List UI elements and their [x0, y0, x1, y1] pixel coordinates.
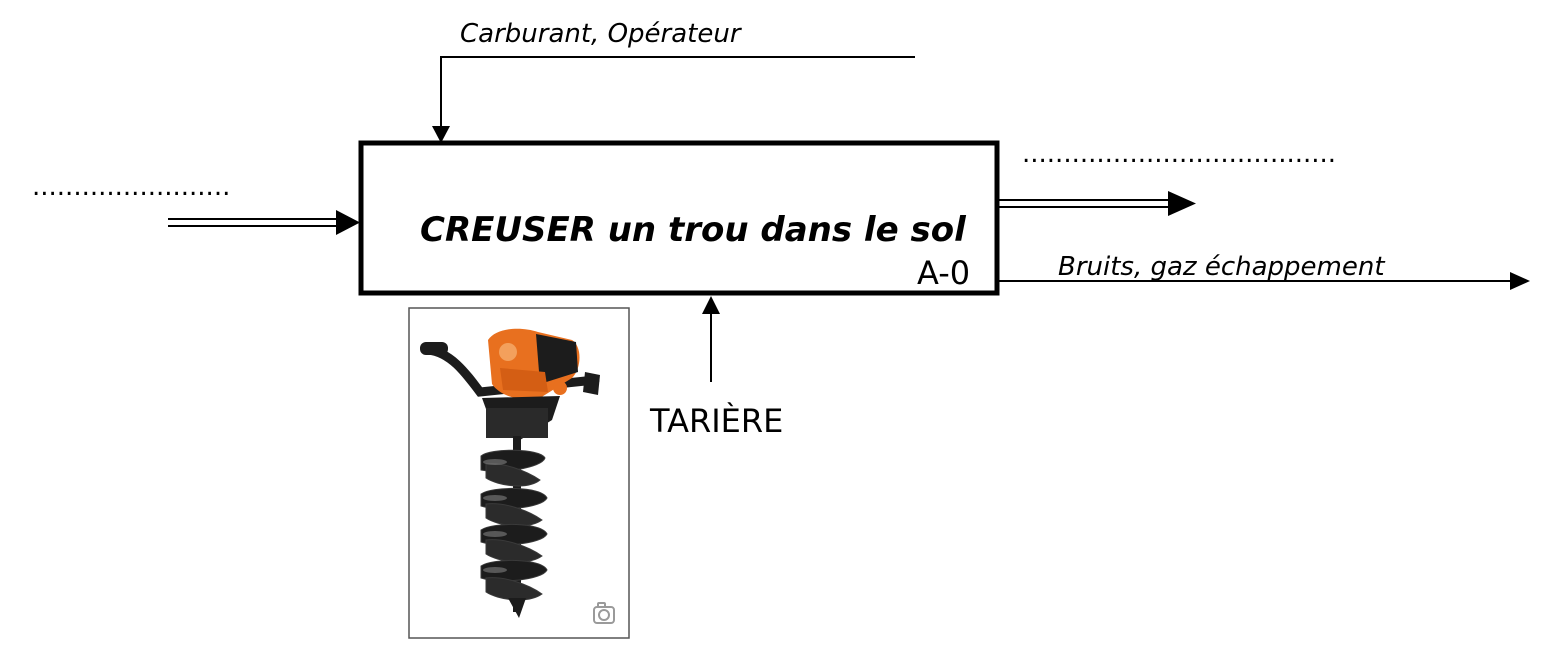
function-label: CREUSER un trou dans le sol: [420, 210, 967, 250]
camera-watermark-icon: [593, 602, 615, 624]
function-box: [358, 140, 1000, 296]
output-secondary-arrow: [999, 272, 1530, 290]
node-code: A-0: [917, 254, 970, 292]
output-main-label: ......................................: [1022, 139, 1336, 169]
mechanism-arrow: [702, 296, 720, 382]
input-arrow: [168, 210, 360, 235]
output-secondary-label: Bruits, gaz échappement: [1058, 252, 1385, 282]
control-arrow: [432, 56, 915, 143]
auger-image: [408, 307, 630, 639]
mechanism-label: TARIÈRE: [649, 402, 783, 440]
control-label: Carburant, Opérateur: [460, 19, 743, 49]
auger-flights: [480, 449, 548, 601]
output-main-arrow: [999, 191, 1196, 216]
input-label: ........................: [32, 172, 230, 202]
